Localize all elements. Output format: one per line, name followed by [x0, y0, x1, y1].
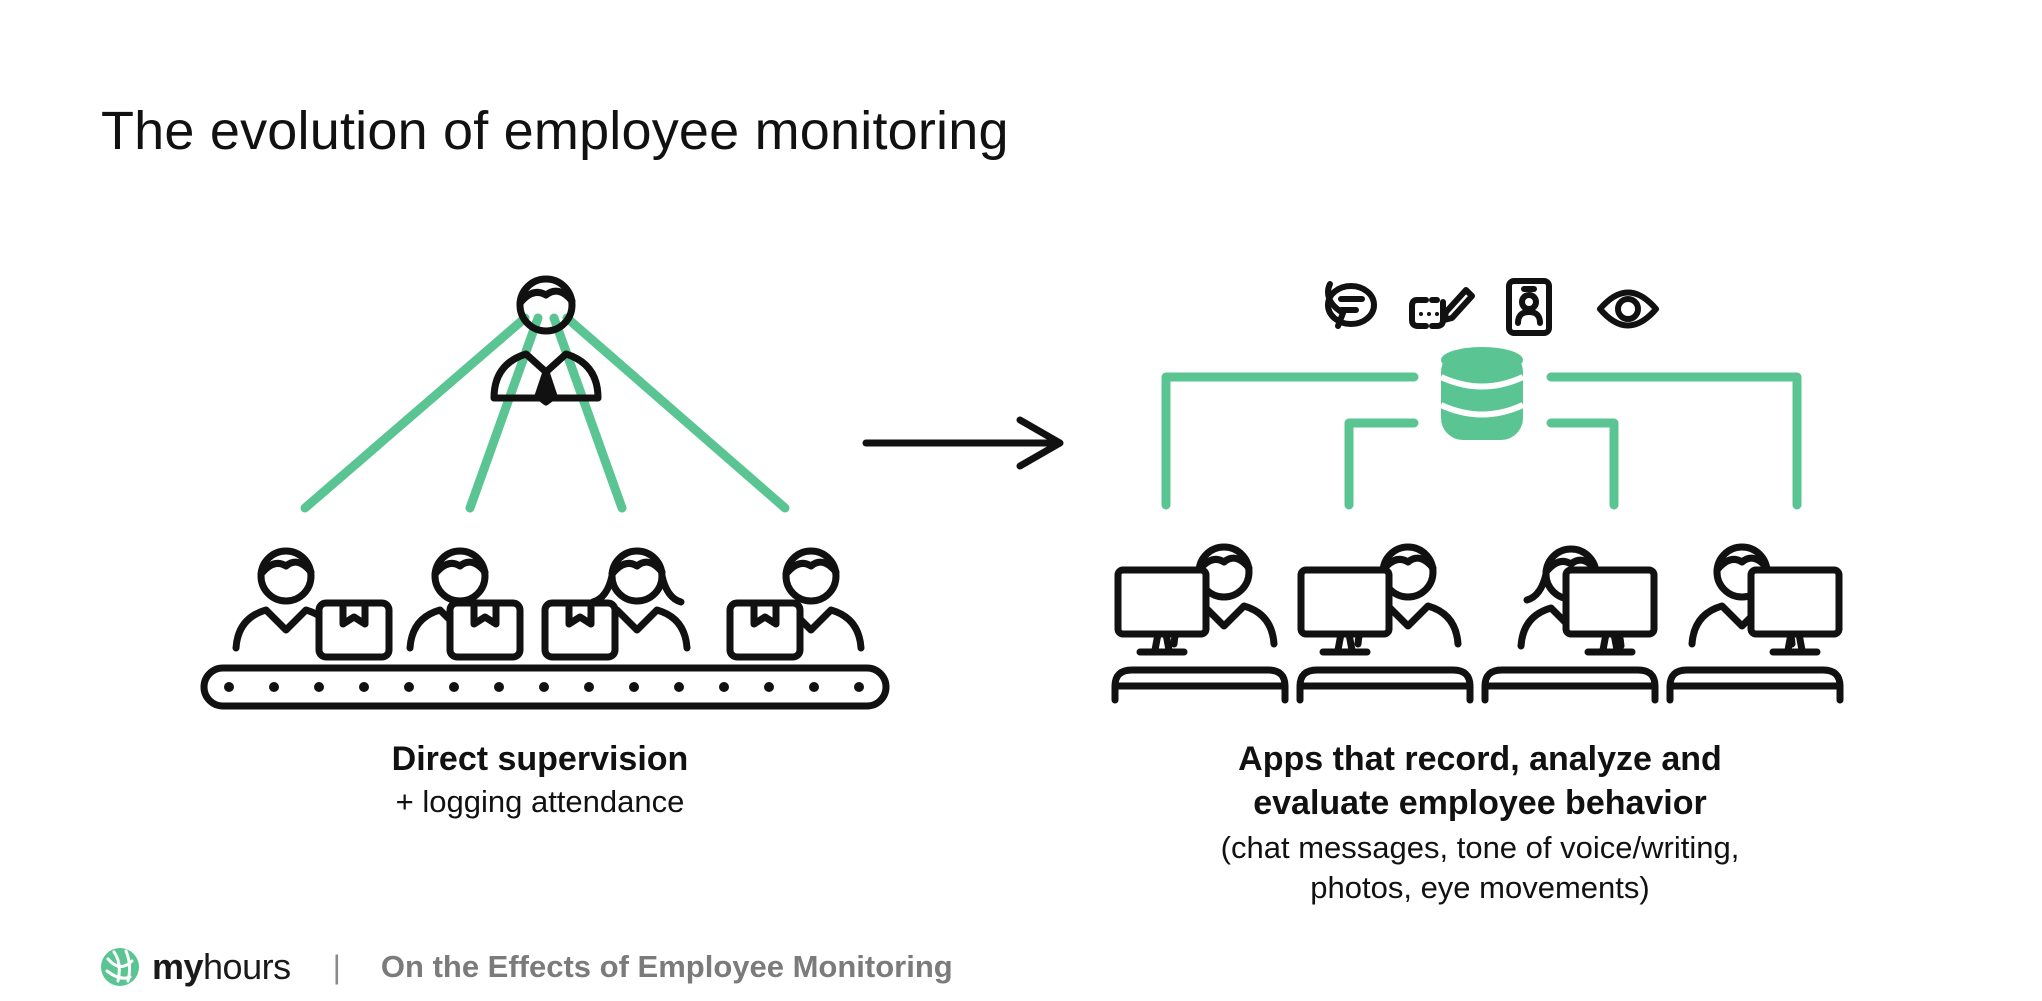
package-icon — [319, 603, 389, 657]
computer-worker-3 — [1485, 549, 1655, 700]
brand-name-light: hours — [203, 946, 291, 987]
right-caption-subtitle-line1: (chat messages, tone of voice/writing, — [1220, 830, 1740, 865]
computer-worker-1 — [1115, 547, 1285, 700]
brand-name-bold: my — [152, 946, 204, 987]
footer-text: On the Effects of Employee Monitoring — [380, 949, 953, 984]
left-caption-subtitle: + logging attendance — [395, 784, 685, 819]
package-icon — [450, 603, 520, 657]
id-card-icon — [1506, 278, 1552, 336]
conveyor-belt-icon — [200, 664, 890, 710]
chat-icon — [1325, 281, 1377, 329]
right-caption-title-line2: evaluate employee behavior — [1253, 784, 1707, 822]
footer-separator: | — [332, 948, 341, 985]
database-icon — [1439, 347, 1525, 440]
computer-worker-2 — [1300, 547, 1470, 700]
eye-icon — [1597, 289, 1659, 329]
left-caption-title: Direct supervision — [391, 740, 689, 778]
footer: myhours | On the Effects of Employee Mon… — [100, 944, 953, 990]
right-caption-title-line1: Apps that record, analyze and — [1238, 740, 1722, 778]
computer-worker-4 — [1670, 547, 1840, 700]
brand-name: myhours — [152, 946, 291, 988]
package-icon — [730, 603, 800, 657]
supervisor-icon — [490, 275, 602, 406]
page-title: The evolution of employee monitoring — [101, 101, 1009, 161]
signature-icon — [1409, 287, 1475, 329]
sight-lines — [300, 313, 790, 513]
package-icon — [545, 603, 615, 657]
data-connector-lines — [1161, 372, 1802, 510]
right-caption-subtitle-line2: photos, eye movements) — [1310, 870, 1650, 905]
arrow-right-icon — [862, 416, 1064, 470]
myhours-logo-icon — [101, 948, 139, 986]
